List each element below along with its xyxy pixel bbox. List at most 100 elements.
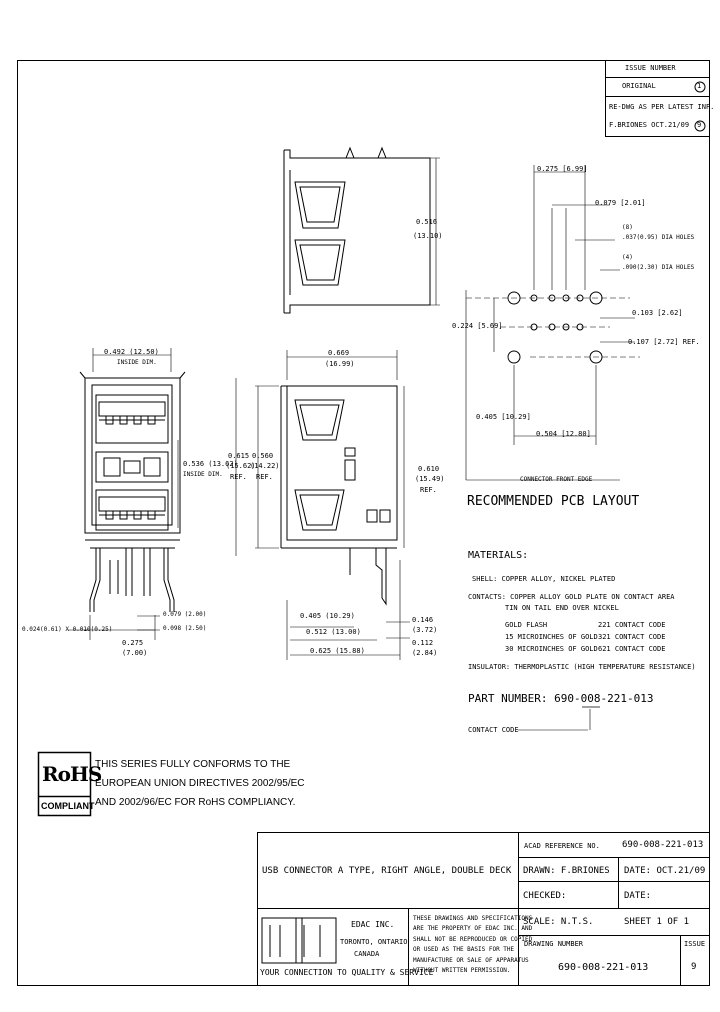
acad-value: 690-008-221-013 xyxy=(622,840,704,850)
pcb-dim-079: 0.079 [2.01] xyxy=(595,199,646,207)
pcb-holes-4-count: (4) xyxy=(622,254,633,261)
scale: SCALE: N.T.S. xyxy=(523,917,594,927)
front-dim-width-note: INSIDE DIM. xyxy=(117,359,157,366)
notice-line-3: SHALL NOT BE REPRODUCED OR COPIED xyxy=(413,936,533,943)
front-dim-inner: 0.536 (13.62) xyxy=(183,460,238,468)
notice-line-5: MANUFACTURE OR SALE OF APPARATUS xyxy=(413,957,529,964)
rohs-line2: EUROPEAN UNION DIRECTIVES 2002/95/EC xyxy=(95,778,305,789)
notice-line-1: THESE DRAWINGS AND SPECIFICATIONS xyxy=(413,915,533,922)
pcb-dim-103: 0.103 [2.62] xyxy=(632,309,683,317)
revision-row1-text: ORIGINAL xyxy=(622,82,656,90)
revision-row1-num: 1 xyxy=(697,82,702,90)
pcb-dim-504: 0.504 [12.80] xyxy=(536,430,591,438)
notice-line-6: WITHOUT WRITTEN PERMISSION. xyxy=(413,967,511,974)
side-dim-615: 0.615 xyxy=(228,452,250,460)
pcb-dim-405: 0.405 [10.29] xyxy=(476,413,531,421)
issue-label: ISSUE xyxy=(684,940,706,948)
notice-line-2: ARE THE PROPERTY OF EDAC INC. AND xyxy=(413,925,533,932)
title-description: USB CONNECTOR A TYPE, RIGHT ANGLE, DOUBL… xyxy=(262,866,512,876)
company-city: TORONTO, ONTARIO xyxy=(340,938,408,946)
side-view-drawing xyxy=(235,350,410,660)
drawing-number-label: DRAWING NUMBER xyxy=(524,940,584,948)
part-number-label: PART NUMBER: xyxy=(468,692,548,705)
checked-by: CHECKED: xyxy=(523,891,567,901)
front-dim-c: 0.098 (2.50) xyxy=(163,625,207,632)
pcb-front-edge: CONNECTOR FRONT EDGE xyxy=(520,476,593,483)
side-dim-146-mm: (3.72) xyxy=(412,626,438,634)
part-number-prefix: 690-008- xyxy=(554,692,608,705)
materials-shell: SHELL: COPPER ALLOY, NICKEL PLATED xyxy=(472,575,616,583)
sheet: SHEET 1 OF 1 xyxy=(624,917,690,927)
part-number: PART NUMBER: 690-008-221-013 xyxy=(468,692,653,705)
front-view-drawing xyxy=(68,348,186,640)
side-dim-112: 0.112 xyxy=(412,639,434,647)
revision-header: ISSUE NUMBER xyxy=(625,64,676,72)
company-slogan: YOUR CONNECTION TO QUALITY & SERVICE xyxy=(260,968,434,977)
rohs-logo-text: RoHS xyxy=(42,762,102,786)
pcb-dim-224: 0.224 [5.69] xyxy=(452,322,503,330)
pcb-layout-drawing xyxy=(465,165,640,481)
revision-row2-line2: F.BRIONES OCT.21/09 xyxy=(609,121,690,129)
revision-row2-num: 9 xyxy=(697,121,702,129)
rohs-logo-sub: COMPLIANT xyxy=(41,801,95,811)
top-view-drawing xyxy=(283,146,440,314)
side-dim-615-ref: REF. xyxy=(230,473,247,481)
pcb-title: RECOMMENDED PCB LAYOUT xyxy=(467,494,640,509)
pcb-holes-8-count: (8) xyxy=(622,224,633,231)
materials-code-1-finish: GOLD FLASH xyxy=(505,621,548,629)
side-dim-112-mm: (2.84) xyxy=(412,649,438,657)
side-dim-512: 0.512 (13.00) xyxy=(306,628,361,636)
rohs-line1: THIS SERIES FULLY CONFORMS TO THE xyxy=(95,759,291,770)
top-view-dim-mm: (13.10) xyxy=(413,232,443,240)
rohs-line3: AND 2002/96/EC FOR RoHS COMPLIANCY. xyxy=(95,797,296,808)
front-dim-d: 0.275 xyxy=(122,639,144,647)
materials-contacts-2: TIN ON TAIL END OVER NICKEL xyxy=(505,604,619,612)
side-dim-610-ref: REF. xyxy=(420,486,437,494)
materials-code-2-finish: 15 MICROINCHES OF GOLD xyxy=(505,633,598,641)
materials-insulator: INSULATOR: THERMOPLASTIC (HIGH TEMPERATU… xyxy=(468,663,696,671)
side-dim-depth: 0.669 xyxy=(328,349,350,357)
rohs-logo xyxy=(37,751,92,817)
front-dim-inner-note: INSIDE DIM. xyxy=(183,471,223,478)
side-dim-405: 0.405 (10.29) xyxy=(300,612,355,620)
pcb-dim-275: 0.275 [6.99] xyxy=(537,165,588,173)
title-block-lines xyxy=(257,832,710,986)
pcb-dim-107: 0.107 [2.72] REF. xyxy=(628,338,700,346)
front-dim-b: 0.079 (2.00) xyxy=(163,611,207,618)
front-dim-d-mm: (7.00) xyxy=(122,649,148,657)
materials-code-2: 321 CONTACT CODE xyxy=(598,633,666,641)
issue-value: 9 xyxy=(691,962,697,972)
top-view-dim: 0.516 xyxy=(416,218,438,226)
materials-code-3-finish: 30 MICROINCHES OF GOLD xyxy=(505,645,598,653)
side-dim-615-mm: (15.62) xyxy=(226,462,256,470)
revision-block xyxy=(605,60,710,137)
side-dim-560-mm: (14.22) xyxy=(250,462,280,470)
side-dim-depth-mm: (16.99) xyxy=(325,360,355,368)
side-dim-560-ref: REF. xyxy=(256,473,273,481)
side-dim-610: 0.610 xyxy=(418,465,440,473)
side-dim-560: 0.560 xyxy=(252,452,274,460)
part-number-suffix: -013 xyxy=(626,692,654,705)
pcb-holes-4: .090(2.30) DIA HOLES xyxy=(622,264,695,271)
side-dim-146: 0.146 xyxy=(412,616,434,624)
drawing-number: 690-008-221-013 xyxy=(558,962,649,973)
notice-line-4: OR USED AS THE BASIS FOR THE xyxy=(413,946,515,953)
materials-code-1: 221 CONTACT CODE xyxy=(598,621,666,629)
acad-label: ACAD REFERENCE NO. xyxy=(524,842,600,850)
side-dim-610-mm: (15.49) xyxy=(415,475,445,483)
drawn-date: DATE: OCT.21/09 xyxy=(624,866,706,876)
checked-date: DATE: xyxy=(624,891,652,901)
pcb-holes-8: .037(0.95) DIA HOLES xyxy=(622,234,695,241)
materials-contacts-1: CONTACTS: COPPER ALLOY GOLD PLATE ON CON… xyxy=(468,593,675,601)
materials-title: MATERIALS: xyxy=(468,550,529,561)
drawn-by: DRAWN: F.BRIONES xyxy=(523,866,610,876)
side-dim-625: 0.625 (15.88) xyxy=(310,647,365,655)
materials-code-3: 621 CONTACT CODE xyxy=(598,645,666,653)
part-number-code: 221 xyxy=(607,692,627,705)
company-country: CANADA xyxy=(354,950,380,958)
company-name: EDAC INC. xyxy=(351,920,395,929)
front-dim-width: 0.492 (12.50) xyxy=(104,348,159,356)
revision-row2-line1: RE-DWG AS PER LATEST INF. xyxy=(609,103,715,111)
contact-code-label: CONTACT CODE xyxy=(468,726,519,734)
